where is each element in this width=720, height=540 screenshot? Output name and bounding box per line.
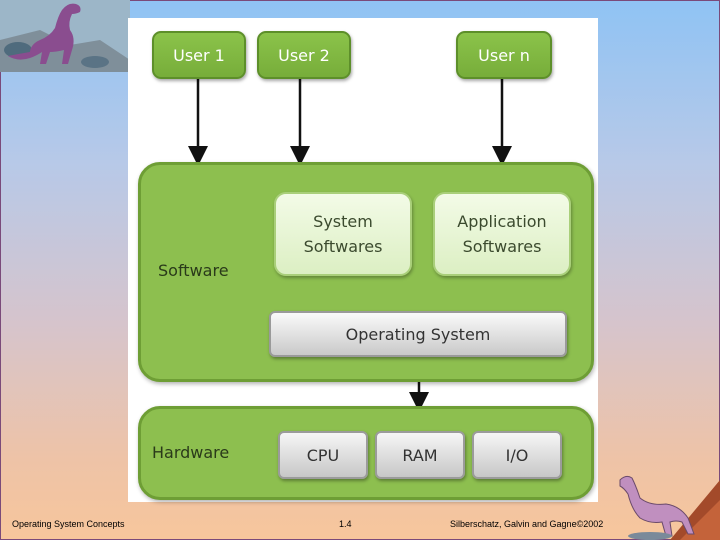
- user-1-box: User 1: [152, 31, 246, 79]
- user-2-label: User 2: [278, 45, 330, 65]
- dinosaur-corner-image-top-left: [0, 0, 130, 72]
- application-softwares-line-1: Application: [457, 212, 547, 231]
- footer-right: Silberschatz, Galvin and Gagne©2002: [450, 519, 604, 529]
- io-box: I/O: [472, 431, 562, 479]
- system-softwares-line-2: Softwares: [303, 237, 383, 256]
- user-2-box: User 2: [257, 31, 351, 79]
- diagram-panel: User 1 User 2 User n Software System Sof…: [128, 18, 598, 502]
- user-n-label: User n: [478, 45, 530, 65]
- system-softwares-box: System Softwares: [274, 192, 412, 276]
- cpu-box: CPU: [278, 431, 368, 479]
- operating-system-box: Operating System: [269, 311, 567, 357]
- system-softwares-line-1: System: [313, 212, 373, 231]
- operating-system-label: Operating System: [345, 324, 491, 344]
- footer-page-number: 1.4: [339, 519, 352, 529]
- user-n-box: User n: [456, 31, 552, 79]
- footer-left: Operating System Concepts: [12, 519, 125, 529]
- ram-box: RAM: [375, 431, 465, 479]
- ram-label: RAM: [402, 445, 438, 465]
- dinosaur-corner-image-bottom-right: [619, 475, 720, 540]
- cpu-label: CPU: [306, 445, 340, 465]
- application-softwares-line-2: Softwares: [462, 237, 542, 256]
- application-softwares-box: Application Softwares: [433, 192, 571, 276]
- user-1-label: User 1: [173, 45, 225, 65]
- io-label: I/O: [505, 445, 529, 465]
- hardware-label: Hardware: [152, 443, 230, 462]
- software-label: Software: [158, 261, 229, 280]
